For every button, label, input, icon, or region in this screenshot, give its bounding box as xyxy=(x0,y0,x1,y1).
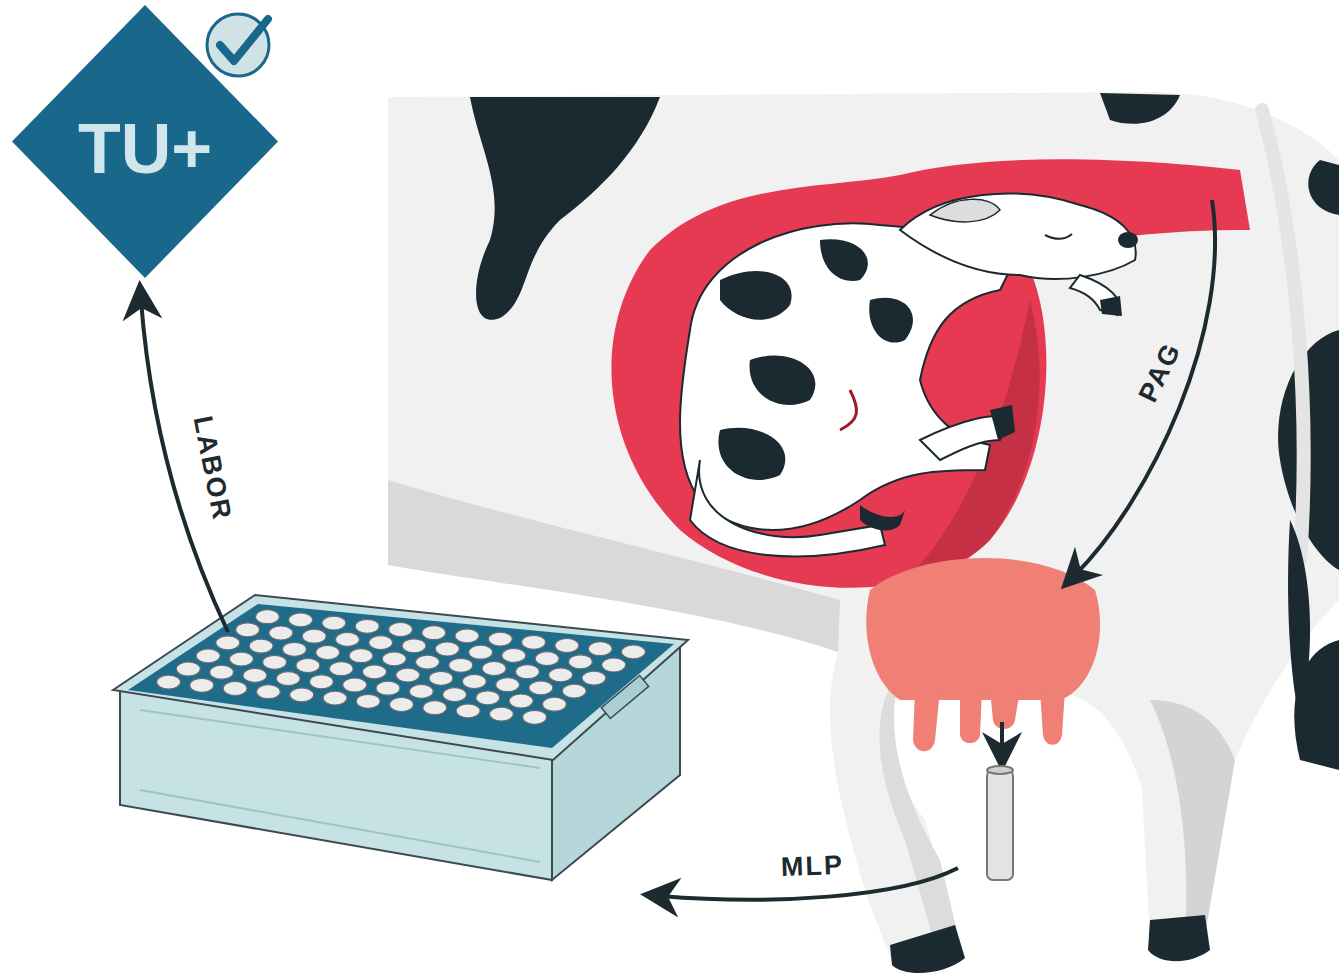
tube-top xyxy=(509,694,533,708)
tube-top xyxy=(529,681,553,695)
tube-top xyxy=(396,668,420,682)
crate-tubes xyxy=(157,610,646,725)
tube-top xyxy=(488,632,512,646)
tube-top xyxy=(323,691,347,705)
tube-top xyxy=(256,685,280,699)
tube-top xyxy=(476,691,500,705)
tube-top xyxy=(489,707,513,721)
tube-top xyxy=(535,652,559,666)
tube-top xyxy=(515,665,539,679)
tube-top xyxy=(542,697,566,711)
cow-leg-shade xyxy=(879,665,958,945)
crate xyxy=(113,595,688,880)
tube-top xyxy=(322,616,346,630)
tube-top xyxy=(443,688,467,702)
down-arrow xyxy=(1000,722,1004,752)
tube-top xyxy=(335,632,359,646)
tube-top xyxy=(456,704,480,718)
tube-top xyxy=(390,698,414,712)
tube-top xyxy=(276,672,300,686)
tube-top xyxy=(382,652,406,666)
tube-top xyxy=(216,636,240,650)
tube-top xyxy=(349,649,373,663)
cow-hoof xyxy=(890,925,965,973)
tube-top xyxy=(588,642,612,656)
arrow-label: MLP xyxy=(780,851,844,880)
tube-top xyxy=(562,684,586,698)
tube-top xyxy=(355,619,379,633)
tube-top xyxy=(582,671,606,685)
tube-top xyxy=(269,626,293,640)
tube-top xyxy=(502,648,526,662)
logo-diamond: TU+ xyxy=(12,5,278,278)
cow-patch xyxy=(1100,93,1180,124)
tube-top xyxy=(455,629,479,643)
tube-top xyxy=(449,658,473,672)
tube-top xyxy=(621,645,645,659)
tube-top xyxy=(356,694,380,708)
tube-top xyxy=(236,623,260,637)
calf xyxy=(680,194,1138,557)
tube-top xyxy=(496,678,520,692)
tube-top xyxy=(568,655,592,669)
tube-top xyxy=(363,665,387,679)
tube-top xyxy=(282,642,306,656)
tube-top xyxy=(176,662,200,676)
tube-top xyxy=(602,658,626,672)
tube-top xyxy=(376,681,400,695)
tube-top xyxy=(522,635,546,649)
tube-top xyxy=(409,684,433,698)
check-mark xyxy=(220,19,268,61)
tube-top xyxy=(316,646,340,660)
cow-hoof xyxy=(1148,915,1210,961)
tube-top xyxy=(290,688,314,702)
tube-top xyxy=(402,639,426,653)
uterus xyxy=(611,159,1250,587)
arrow-label: LABOR xyxy=(189,413,236,522)
tube-top xyxy=(255,610,279,624)
tube-top xyxy=(429,671,453,685)
pag-arrow xyxy=(1075,200,1215,575)
tube-top xyxy=(309,675,333,689)
cow-tail xyxy=(1262,110,1304,560)
logo-text: TU+ xyxy=(78,114,212,184)
tube-top xyxy=(296,659,320,673)
tube-top xyxy=(157,675,181,689)
tube-top xyxy=(423,701,447,715)
tube-top xyxy=(389,623,413,637)
tube-top xyxy=(289,613,313,627)
tube-top xyxy=(210,665,234,679)
tube-top xyxy=(482,662,506,676)
tube-top xyxy=(196,649,220,663)
check-badge xyxy=(207,14,269,76)
tube-top xyxy=(263,655,287,669)
tube-top xyxy=(523,710,547,724)
tube-top xyxy=(329,662,353,676)
tube-top xyxy=(435,642,459,656)
cow-tail-tuft xyxy=(1288,520,1310,720)
cow-patch xyxy=(1308,160,1339,215)
tube-top xyxy=(229,652,253,666)
tube-top xyxy=(223,682,247,696)
tube-top xyxy=(416,655,440,669)
tube-top xyxy=(369,636,393,650)
tube-top xyxy=(422,626,446,640)
tube-top xyxy=(555,639,579,653)
tube-top xyxy=(190,678,214,692)
tube-top xyxy=(462,675,486,689)
udder xyxy=(866,558,1100,751)
tube-top xyxy=(469,645,493,659)
tube-top xyxy=(549,668,573,682)
tube-top xyxy=(243,668,267,682)
tube-top xyxy=(302,629,326,643)
tube-top xyxy=(343,678,367,692)
tube-top xyxy=(249,639,273,653)
diamond-outline xyxy=(12,5,278,278)
sample-tube xyxy=(987,766,1013,880)
cow-leg-shade xyxy=(1150,700,1235,935)
